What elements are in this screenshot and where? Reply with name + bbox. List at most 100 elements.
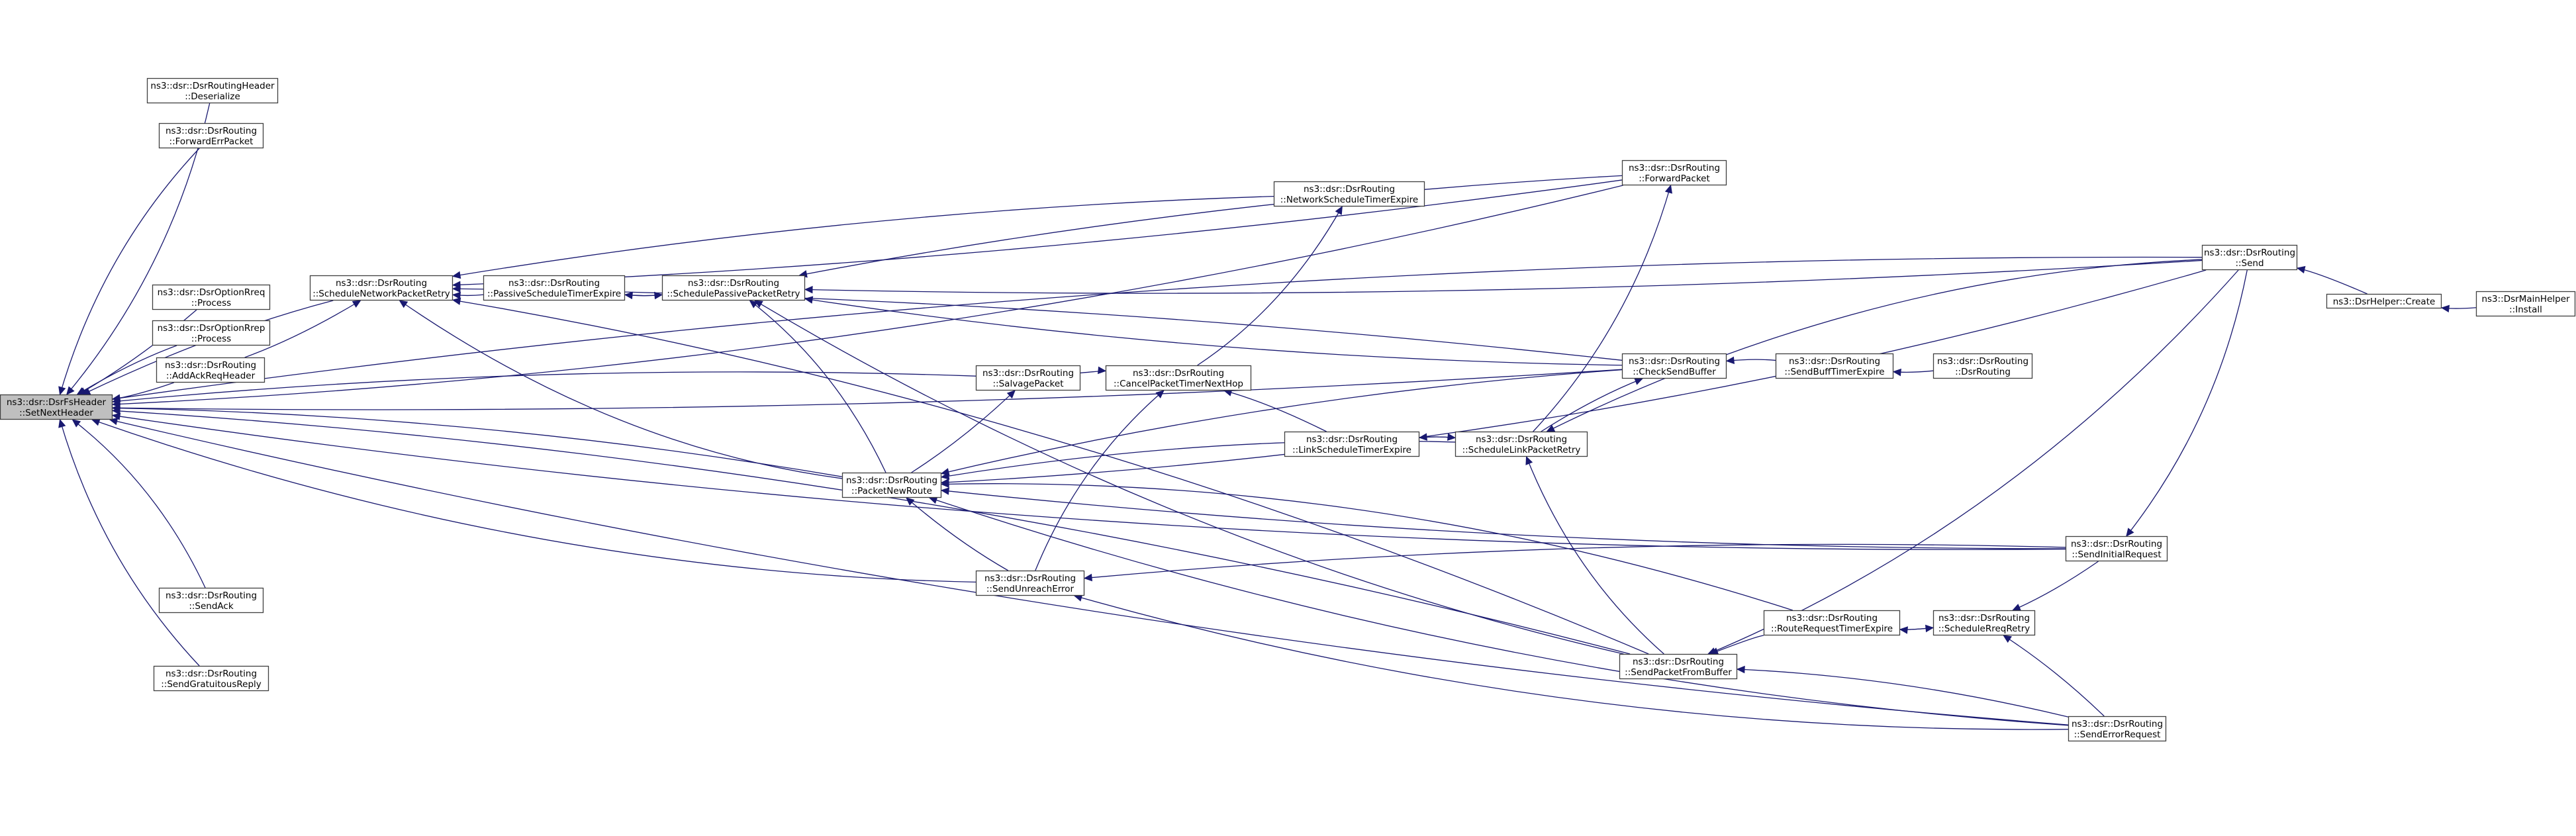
arrowhead-icon: [1725, 356, 1735, 365]
node-dsrrouting_ctor[interactable]: ns3::dsr::DsrRouting::DsrRouting: [1932, 353, 2033, 379]
node-sendunreacherror[interactable]: ns3::dsr::DsrRouting::SendUnreachError: [975, 570, 1085, 596]
node-box[interactable]: [1932, 353, 2033, 379]
node-box[interactable]: [661, 275, 806, 301]
node-optrrep_process[interactable]: ns3::dsr::DsrOptionRrep::Process: [152, 320, 271, 346]
node-box[interactable]: [975, 365, 1081, 391]
node-packetnewroute[interactable]: ns3::dsr::DsrRouting::PacketNewRoute: [841, 472, 942, 498]
edge-line: [929, 497, 2069, 726]
node-box[interactable]: [841, 472, 942, 498]
node-schedulelinkpacketretry[interactable]: ns3::dsr::DsrRouting::ScheduleLinkPacket…: [1455, 431, 1588, 457]
call-edge-sendack-to-setnextheader: [72, 419, 206, 588]
node-box[interactable]: [483, 275, 626, 301]
node-optrreq_process[interactable]: ns3::dsr::DsrOptionRreq::Process: [152, 284, 271, 310]
node-label-line: ::Send: [2235, 258, 2264, 269]
edge-line: [452, 179, 1623, 286]
edge-line: [2003, 635, 2105, 717]
node-routerequesttimerexpire[interactable]: ns3::dsr::DsrRouting::RouteRequestTimerE…: [1763, 610, 1901, 636]
node-setnextheader[interactable]: ns3::dsr::DsrFsHeader::SetNextHeader: [0, 394, 113, 420]
node-box[interactable]: [152, 320, 271, 346]
node-label-line: ns3::dsr::DsrRouting: [1304, 184, 1395, 195]
node-hdr_deserialize[interactable]: ns3::dsr::DsrRoutingHeader::Deserialize: [146, 77, 279, 104]
node-label-line: ::SetNextHeader: [19, 408, 93, 418]
edge-line: [941, 269, 2207, 483]
node-box[interactable]: [2068, 716, 2167, 742]
edge-line: [112, 256, 2203, 400]
arrowhead-icon: [66, 386, 75, 395]
node-box[interactable]: [1455, 431, 1588, 457]
node-box[interactable]: [158, 587, 264, 614]
node-label-line: ::SchedulePassivePacketRetry: [667, 289, 800, 299]
edge-line: [399, 300, 843, 479]
node-send[interactable]: ns3::dsr::DsrRouting::Send: [2201, 244, 2298, 271]
node-label-line: ::Deserialize: [185, 91, 240, 102]
call-edge-salvagepacket-to-setnextheader: [111, 371, 977, 405]
node-dsrmainhelper_install[interactable]: ns3::DsrMainHelper::Install: [2475, 291, 2576, 317]
edge-line: [2012, 561, 2099, 611]
node-label-line: ns3::dsr::DsrRouting: [982, 368, 1074, 379]
node-box[interactable]: [2065, 535, 2168, 562]
arrowhead-icon: [1083, 573, 1092, 582]
call-edge-packetnewroute-to-schedulepassivepacketretry: [749, 300, 886, 473]
node-dsrhelper_create[interactable]: ns3::DsrHelper::Create: [2326, 293, 2442, 309]
node-sendack[interactable]: ns3::dsr::DsrRouting::SendAck: [158, 587, 264, 614]
call-edge-checksendbuffer-to-schedulepassivepacketretry: [804, 296, 1623, 366]
edge-line: [941, 483, 1793, 611]
node-addackreqheader[interactable]: ns3::dsr::DsrRouting::AddAckReqHeader: [156, 357, 265, 383]
node-box[interactable]: [2326, 293, 2442, 309]
node-label-line: ns3::dsr::DsrRouting: [1133, 368, 1224, 379]
edge-line: [1074, 595, 2069, 730]
node-label-line: ns3::dsr::DsrOptionRrep: [158, 323, 265, 334]
call-edge-sendbufftimerexpire-to-checksendbuffer: [1725, 356, 1776, 365]
node-sendpacketfrombuffer[interactable]: ns3::dsr::DsrRouting::SendPacketFromBuff…: [1619, 653, 1738, 680]
node-cancelpackettimernexthop[interactable]: ns3::dsr::DsrRouting::CancelPacketTimerN…: [1105, 365, 1252, 391]
call-edge-sendunreacherror-to-cancelpackettimernexthop: [1035, 390, 1165, 571]
node-forwardpacket[interactable]: ns3::dsr::DsrRouting::ForwardPacket: [1621, 160, 1727, 186]
node-box[interactable]: [156, 357, 265, 383]
node-box[interactable]: [1284, 431, 1420, 457]
node-checksendbuffer[interactable]: ns3::dsr::DsrRouting::CheckSendBuffer: [1621, 353, 1727, 379]
node-box[interactable]: [1273, 181, 1425, 207]
call-edge-addackreqheader-to-schedulenetworkpacketretry: [244, 300, 361, 358]
node-box[interactable]: [1763, 610, 1901, 636]
node-schedulenetworkpacketretry[interactable]: ns3::dsr::DsrRouting::ScheduleNetworkPac…: [309, 275, 453, 301]
node-schedulerreqretry[interactable]: ns3::dsr::DsrRouting::ScheduleRreqRetry: [1932, 610, 2036, 636]
node-senderrorrequest[interactable]: ns3::dsr::DsrRouting::SendErrorRequest: [2068, 716, 2167, 742]
call-edge-dsrmainhelper_install-to-dsrhelper_create: [2440, 304, 2477, 313]
edge-line: [749, 300, 886, 473]
node-label-line: ::SendBuffTimerExpire: [1784, 367, 1884, 377]
node-schedulepassivepacketretry[interactable]: ns3::dsr::DsrRouting::SchedulePassivePac…: [661, 275, 806, 301]
node-box[interactable]: [152, 284, 271, 310]
node-box[interactable]: [2201, 244, 2298, 271]
node-box[interactable]: [158, 122, 264, 149]
node-sendgratuitousreply[interactable]: ns3::dsr::DsrRouting::SendGratuitousRepl…: [153, 665, 269, 692]
node-box[interactable]: [975, 570, 1085, 596]
node-box[interactable]: [2475, 291, 2576, 317]
node-box[interactable]: [1932, 610, 2036, 636]
node-label-line: ns3::dsr::DsrRouting: [165, 360, 256, 371]
node-sendinitialrequest[interactable]: ns3::dsr::DsrRouting::SendInitialRequest: [2065, 535, 2168, 562]
node-box[interactable]: [1105, 365, 1252, 391]
node-box[interactable]: [153, 665, 269, 692]
node-box[interactable]: [146, 77, 279, 104]
arrowhead-icon: [352, 300, 361, 308]
node-sendbufftimerexpire[interactable]: ns3::dsr::DsrRouting::SendBuffTimerExpir…: [1775, 353, 1894, 379]
call-edge-passivescheduletimerexpire-to-schedulenetworkpacketretry: [452, 291, 484, 300]
node-label-line: ::AddAckReqHeader: [166, 371, 256, 381]
node-box[interactable]: [1775, 353, 1894, 379]
node-networkscheduletimerexpire[interactable]: ns3::dsr::DsrRouting::NetworkScheduleTim…: [1273, 181, 1425, 207]
node-passivescheduletimerexpire[interactable]: ns3::dsr::DsrRouting::PassiveScheduleTim…: [483, 275, 626, 301]
node-box[interactable]: [1621, 353, 1727, 379]
arrowhead-icon: [1664, 184, 1672, 194]
node-linkscheduletimerexpire[interactable]: ns3::dsr::DsrRouting::LinkScheduleTimerE…: [1284, 431, 1420, 457]
node-box[interactable]: [309, 275, 453, 301]
node-box[interactable]: [1619, 653, 1738, 680]
edge-line: [1707, 269, 2239, 655]
node-forwarderrpacket[interactable]: ns3::dsr::DsrRouting::ForwardErrPacket: [158, 122, 264, 149]
edge-line: [77, 345, 177, 395]
node-box[interactable]: [0, 394, 113, 420]
node-salvagepacket[interactable]: ns3::dsr::DsrRouting::SalvagePacket: [975, 365, 1081, 391]
node-box[interactable]: [1621, 160, 1727, 186]
call-edge-senderrorrequest-to-sendunreacherror: [1073, 594, 2069, 730]
node-label-line: ::CancelPacketTimerNextHop: [1114, 379, 1243, 389]
call-edge-senderrorrequest-to-setnextheader: [109, 418, 2069, 725]
